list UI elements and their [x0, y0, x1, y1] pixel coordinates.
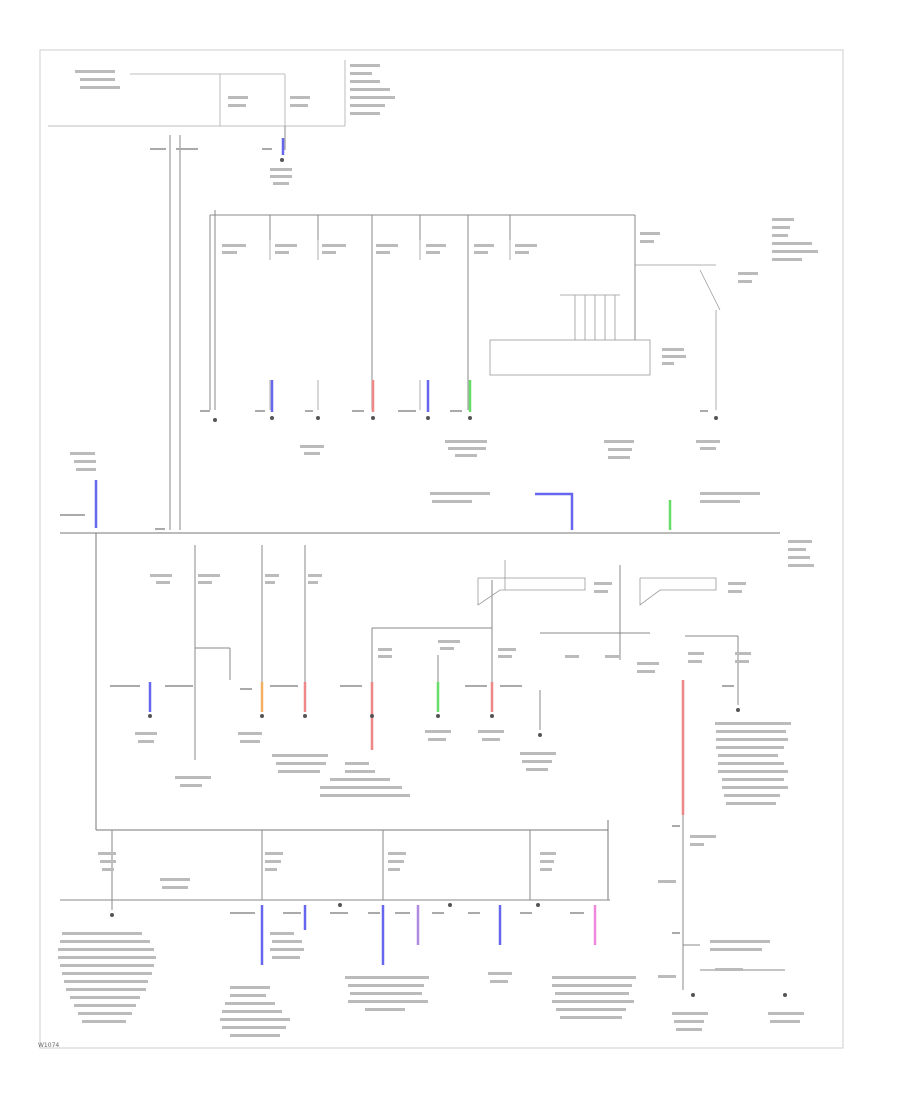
top-labels	[75, 64, 395, 115]
lower-bottom-labels	[58, 932, 804, 1037]
ground-symbols-middle	[148, 708, 740, 737]
footer-code: W1074	[38, 1042, 60, 1049]
lower-labels	[98, 835, 770, 978]
colored-wires-lower	[260, 905, 597, 965]
diagram-frame	[39, 49, 844, 1049]
middle-relays	[477, 560, 717, 606]
connector-marks	[60, 148, 734, 934]
fuse-row-1	[269, 240, 511, 410]
middle-bottom-labels	[135, 722, 791, 805]
fuse-row-1-labels	[222, 244, 537, 254]
middle-labels	[150, 574, 751, 673]
ground-symbols-upper	[213, 158, 718, 422]
relay-upper-right	[489, 264, 721, 410]
ground-symbols-lower	[110, 903, 787, 997]
main-bus	[60, 532, 780, 900]
colored-wires-middle	[148, 680, 685, 815]
colored-wires-bus	[94, 480, 672, 530]
bus-labels	[70, 440, 814, 567]
engine-fuse-box	[48, 60, 346, 127]
colored-wires-upper	[270, 138, 472, 412]
middle-feeds	[194, 545, 739, 760]
lower-feeds	[60, 815, 785, 990]
relay-labels	[640, 218, 818, 365]
upper-bottom-labels	[270, 168, 720, 457]
main-feed-wires	[169, 126, 636, 530]
